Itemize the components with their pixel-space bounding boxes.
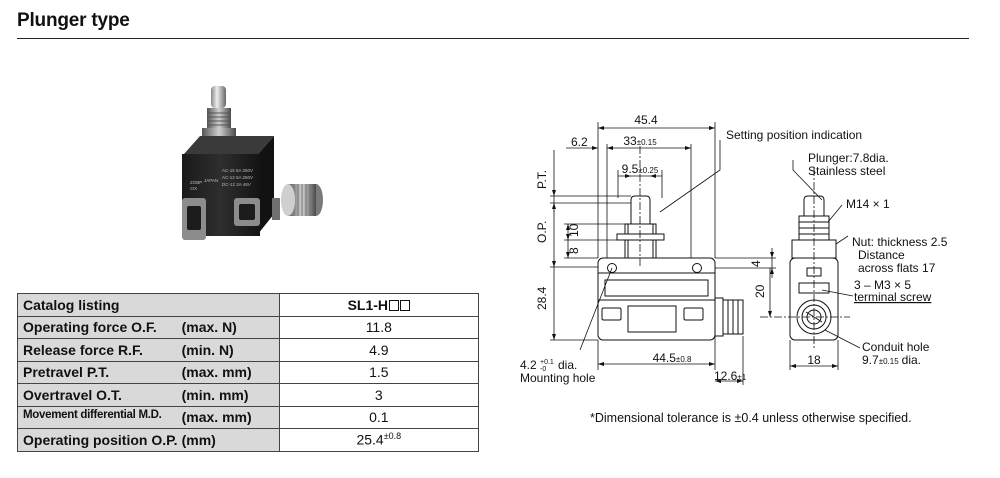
- plunger-material: Stainless steel: [808, 164, 885, 178]
- row-value: 4.9: [278, 338, 480, 362]
- nut-distance: Distance: [858, 248, 905, 262]
- row-value: 25.4±0.8: [278, 428, 480, 452]
- table-row: Overtravel O.T. (min. mm) 3: [17, 383, 480, 407]
- photo-tag: ZOBP: [190, 180, 202, 185]
- terminal-screw: terminal screw: [854, 290, 932, 304]
- row-condition: (max. N): [181, 319, 237, 336]
- dim-bushing-height: 10: [567, 223, 581, 237]
- dim-conduit-length: 12.6±1: [714, 369, 747, 383]
- photo-tag2: ΞΙΧ: [190, 186, 197, 191]
- row-condition: (max. mm): [181, 409, 252, 426]
- row-label: Operating position O.P.: [23, 431, 178, 448]
- dim-side-width: 18: [807, 353, 821, 367]
- row-value: 0.1: [278, 405, 480, 429]
- dim-base-width: 44.5±0.8: [653, 351, 692, 365]
- row-tolerance: ±0.8: [383, 431, 402, 442]
- blank-box-icon: [400, 299, 411, 311]
- plunger-note: Plunger:7.8dia.: [808, 151, 889, 165]
- mounting-hole-suffix: dia.: [558, 358, 577, 372]
- dim-conduit-height: 20: [753, 284, 767, 298]
- spec-table: Catalog listing SL1-H Operating force O.…: [17, 293, 480, 452]
- photo-label-1: AC-15 5A 250V: [222, 168, 253, 173]
- setting-position-note: Setting position indication: [726, 128, 862, 142]
- footnote: *Dimensional tolerance is ±0.4 unless ot…: [590, 411, 912, 425]
- row-label: Overtravel O.T.: [23, 386, 122, 403]
- title-divider: [17, 38, 969, 39]
- photo-label-3: DC-12 2A 48V: [222, 182, 251, 187]
- table-row: Pretravel P.T. (max. mm) 1.5: [17, 360, 480, 384]
- dim-body-height: 28.4: [535, 286, 549, 310]
- row-value: 1.5: [278, 360, 480, 384]
- row-label: Pretravel P.T.: [23, 364, 110, 381]
- row-label: Movement differential M.D.: [23, 409, 162, 422]
- mounting-hole-tol-bottom: -0: [540, 366, 546, 373]
- row-value: 11.8: [278, 315, 480, 339]
- table-header-row: Catalog listing SL1-H: [17, 293, 480, 317]
- mounting-hole-label: Mounting hole: [520, 371, 596, 385]
- thread-note: M14 × 1: [846, 197, 890, 211]
- dim-plunger-offset: 9.5±0.25: [622, 162, 659, 176]
- row-label: Operating force O.F.: [23, 319, 157, 336]
- page-title: Plunger type: [17, 10, 130, 31]
- conduit-note: Conduit hole: [862, 340, 930, 354]
- blank-box-icon: [389, 299, 400, 311]
- mounting-hole-tol-top: +0.1: [540, 359, 554, 366]
- row-condition: (min. mm): [181, 386, 249, 403]
- dim-hole-pitch: 33±0.15: [623, 134, 657, 148]
- catalog-listing-value: SL1-H: [278, 293, 480, 317]
- table-row: Operating force O.F. (max. N) 11.8: [17, 315, 480, 339]
- row-condition: (mm): [181, 431, 216, 448]
- row-condition: (max. mm): [181, 364, 252, 381]
- terminal-count: 3 – M3 × 5: [854, 278, 911, 292]
- dim-offset: 6.2: [571, 135, 588, 149]
- dim-pretravel: P.T.: [535, 170, 549, 189]
- dimension-drawing: 45.4 6.2 33±0.15 9.5±0.25 Setting positi…: [520, 113, 948, 385]
- row-value: 3: [278, 383, 480, 407]
- table-row: Release force R.F. (min. N) 4.9: [17, 338, 480, 362]
- table-row: Operating position O.P.(mm) 25.4±0.8: [17, 428, 480, 452]
- dim-hole-offset: 4: [749, 260, 763, 267]
- dim-operating-position: O.P.: [535, 221, 549, 243]
- mounting-hole-dia: 4.2: [520, 358, 537, 372]
- nut-note: Nut: thickness 2.5: [852, 235, 948, 249]
- dim-nut-offset: 8: [567, 247, 581, 254]
- nut-across-flats: across flats 17: [858, 261, 936, 275]
- catalog-listing-label: Catalog listing: [17, 293, 280, 317]
- photo-label-2: AC-12 5A 250V: [222, 175, 253, 180]
- product-photo: ZOBP ΞΙΧ JAPAN AC-15 5A 250V AC-12 5A 25…: [182, 86, 323, 240]
- table-row: Movement differential M.D. (max. mm) 0.1: [17, 405, 480, 429]
- row-label: Release force R.F.: [23, 341, 143, 358]
- photo-brand: JAPAN: [204, 178, 218, 183]
- row-condition: (min. N): [181, 341, 234, 358]
- dim-overall-width: 45.4: [634, 113, 658, 127]
